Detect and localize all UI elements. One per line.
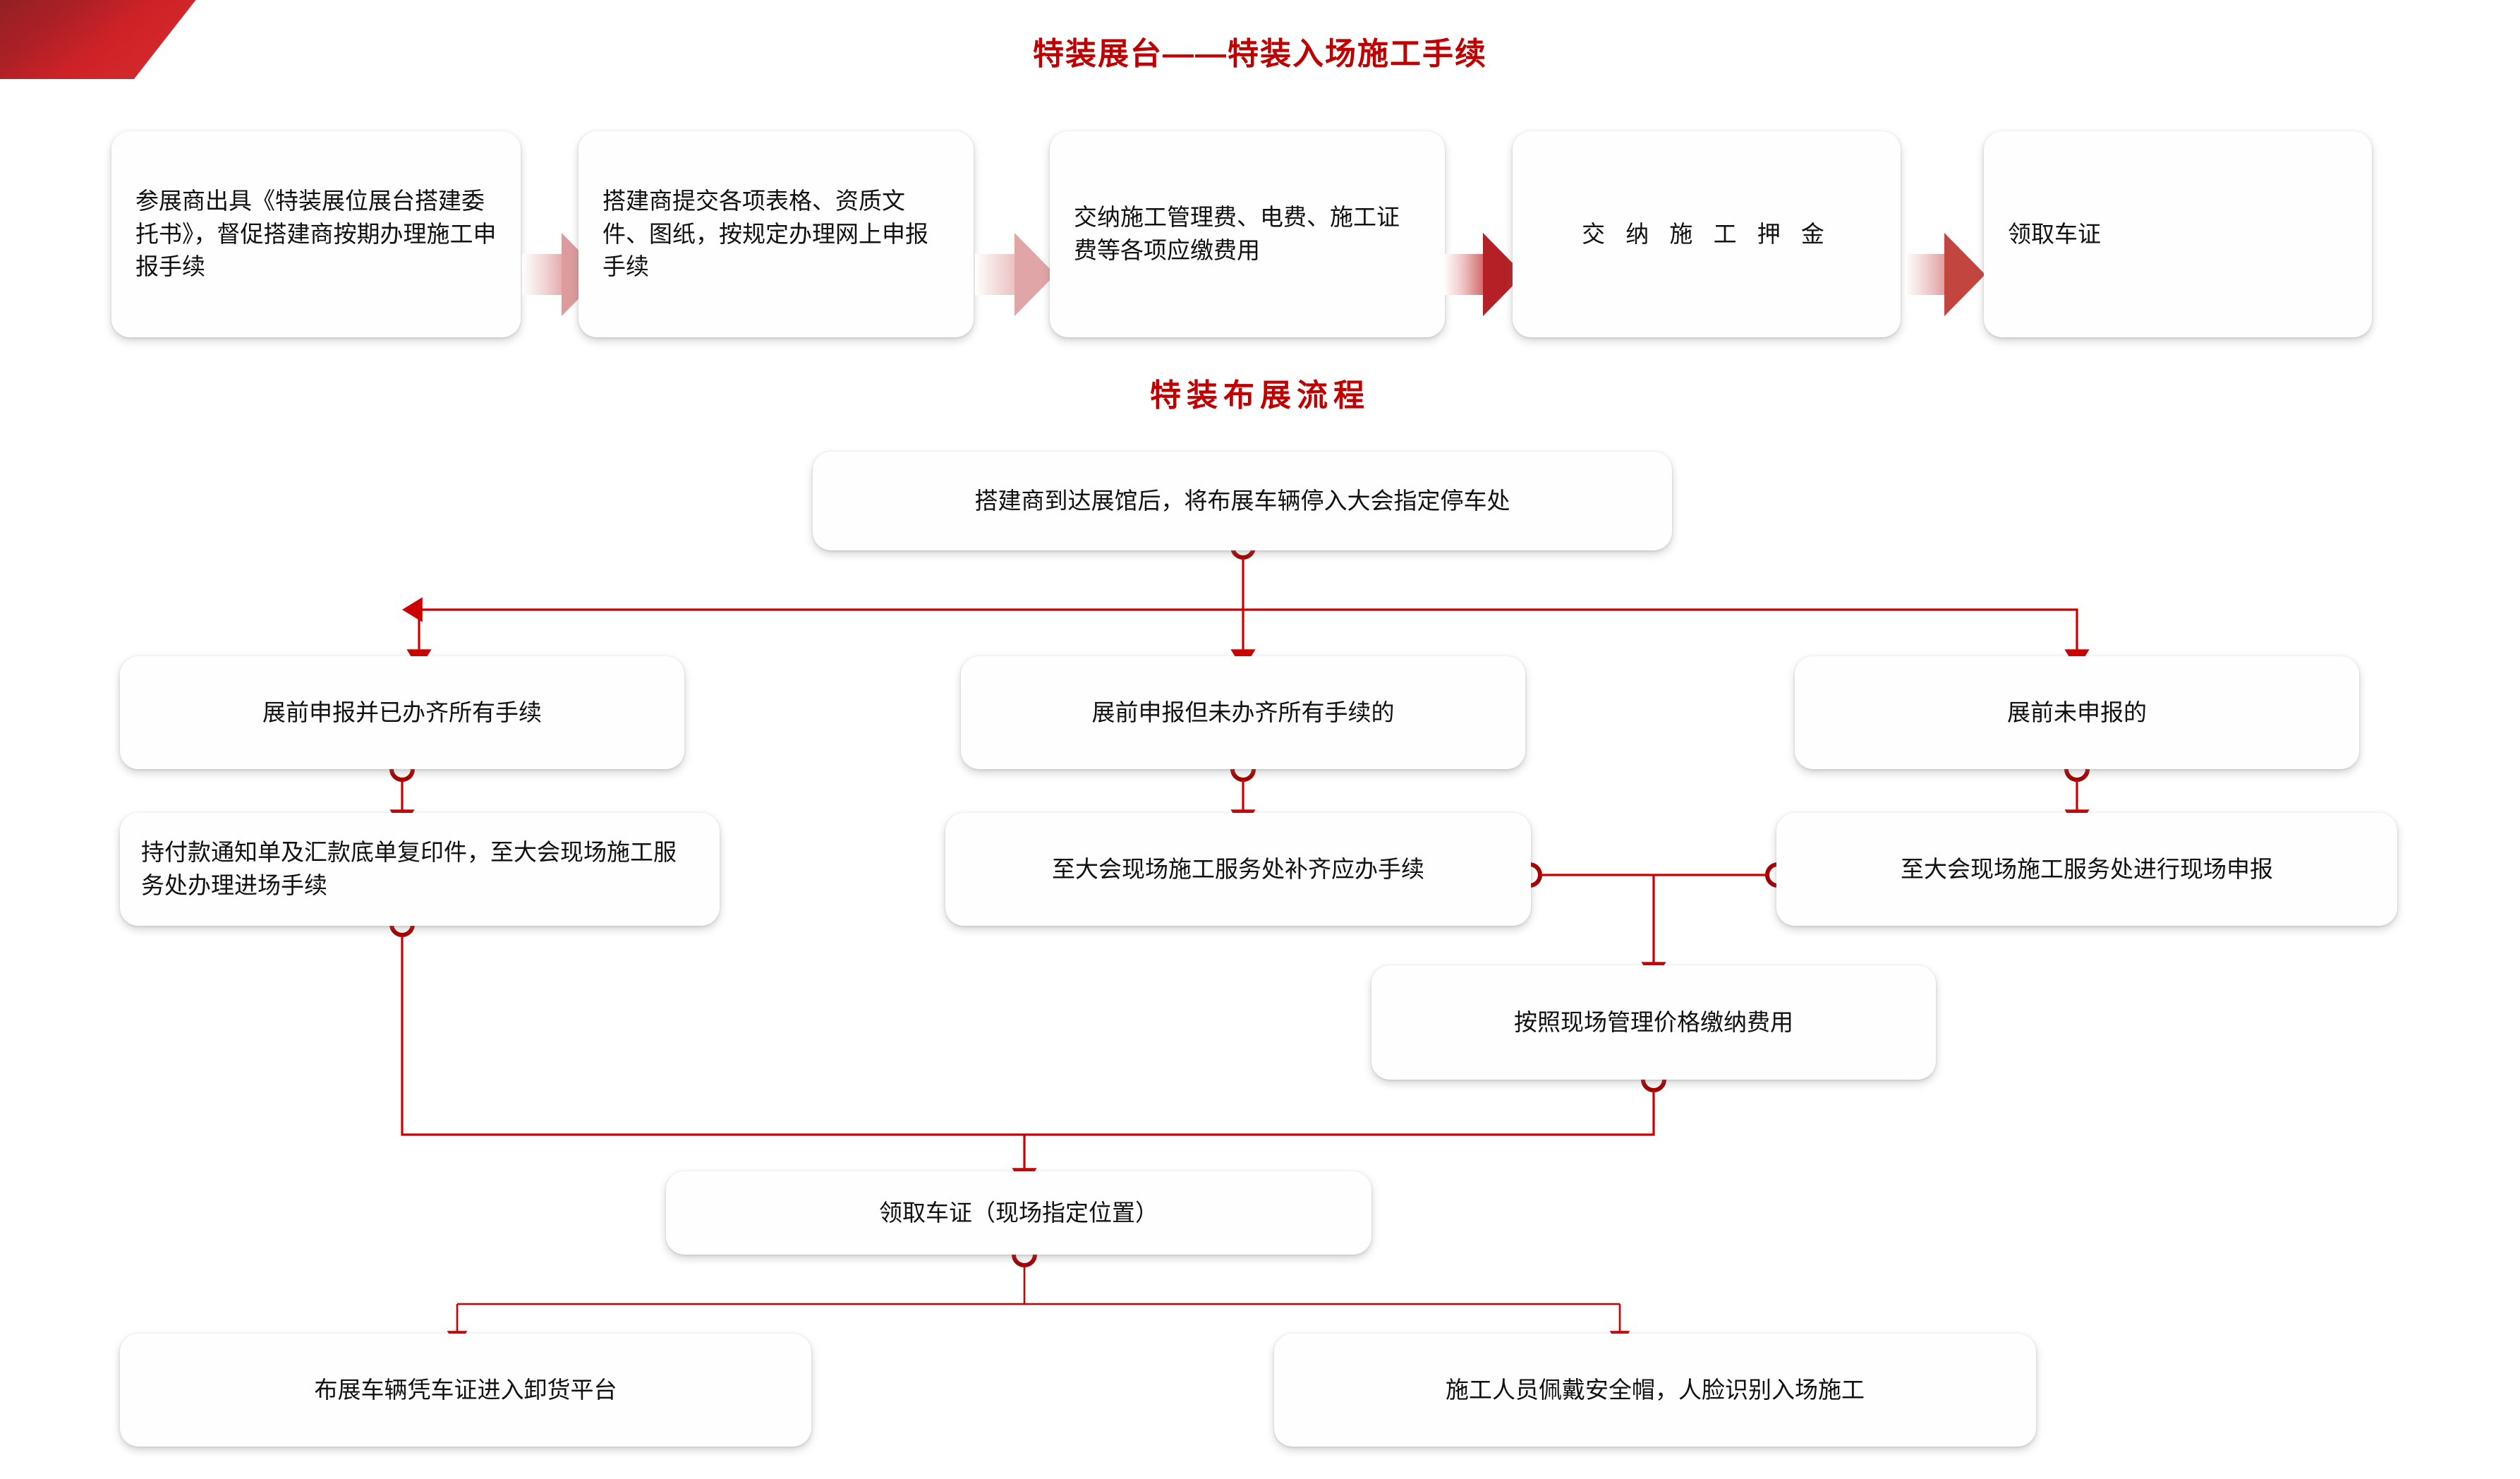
arrow-1-tail: [522, 254, 566, 295]
flow-node-branch-right-label: 展前未申报的: [2007, 699, 2147, 725]
arrow-3-tail: [1443, 254, 1487, 295]
flow-node-branch-mid-label: 展前申报但未办齐所有手续的: [1091, 699, 1395, 725]
step-box-3-label: 交纳施工管理费、电费、施工证费等各项应缴费用: [1074, 204, 1400, 263]
flow-node-start-label: 搭建商到达展馆后，将布展车辆停入大会指定停车处: [974, 487, 1510, 514]
flow-node-right-action: 至大会现场施工服务处进行现场申报: [1776, 813, 2397, 926]
arrow-4-head: [1944, 233, 1985, 316]
decorative-corner-graphic: [0, 0, 268, 82]
flow-node-fee-label: 按照现场管理价格缴纳费用: [1514, 1008, 1793, 1035]
flow-node-branch-left: 展前申报并已办齐所有手续: [120, 656, 684, 769]
flow-node-mid-action-label: 至大会现场施工服务处补齐应办手续: [1052, 855, 1424, 882]
step-box-3: 交纳施工管理费、电费、施工证费等各项应缴费用: [1050, 131, 1445, 337]
flow-node-left-action-label: 持付款通知单及汇款底单复印件，至大会现场施工服务处办理进场手续: [141, 839, 677, 898]
section-2-title: 特装布展流程: [1150, 378, 1370, 413]
step-box-1-label: 参展商出具《特装展位展台搭建委托书》，督促搭建商按期办理施工申报手续: [135, 187, 497, 280]
flow-node-fee: 按照现场管理价格缴纳费用: [1371, 965, 1936, 1080]
step-box-1: 参展商出具《特装展位展台搭建委托书》，督促搭建商按期办理施工申报手续: [111, 131, 521, 337]
arrow-2-head: [1014, 233, 1055, 316]
arrow-2-tail: [975, 254, 1019, 295]
flow-node-end-left: 布展车辆凭车证进入卸货平台: [120, 1334, 811, 1447]
flow-node-branch-mid: 展前申报但未办齐所有手续的: [961, 656, 1525, 769]
arrow-4-icon: [1905, 233, 1985, 316]
section-1-title: 特装展台——特装入场施工手续: [1033, 37, 1487, 71]
flow-node-end-right: 施工人员佩戴安全帽，人脸识别入场施工: [1274, 1334, 2036, 1447]
flow-node-right-action-label: 至大会现场施工服务处进行现场申报: [1901, 855, 2273, 882]
flow-node-left-action: 持付款通知单及汇款底单复印件，至大会现场施工服务处办理进场手续: [120, 813, 720, 926]
step-box-2: 搭建商提交各项表格、资质文件、图纸，按规定办理网上申报手续: [578, 131, 974, 337]
arrow-2-icon: [975, 233, 1055, 316]
flow-node-start: 搭建商到达展馆后，将布展车辆停入大会指定停车处: [813, 452, 1672, 550]
arrow-4-tail: [1905, 254, 1949, 295]
flow-node-branch-left-label: 展前申报并已办齐所有手续: [262, 699, 542, 725]
step-box-5: 领取车证: [1984, 131, 2372, 337]
flow-node-end-left-label: 布展车辆凭车证进入卸货平台: [314, 1376, 617, 1403]
flow-node-mid-action: 至大会现场施工服务处补齐应办手续: [945, 813, 1531, 926]
arrow-3-icon: [1443, 233, 1524, 316]
step-box-4: 交 纳 施 工 押 金: [1513, 131, 1901, 337]
step-box-5-label: 领取车证: [2008, 220, 2101, 247]
step-box-2-label: 搭建商提交各项表格、资质文件、图纸，按规定办理网上申报手续: [602, 187, 928, 280]
flow-node-permit: 领取车证（现场指定位置）: [666, 1171, 1371, 1255]
flow-node-permit-label: 领取车证（现场指定位置）: [879, 1199, 1158, 1226]
step-box-4-label: 交 纳 施 工 押 金: [1582, 220, 1831, 247]
flow-node-end-right-label: 施工人员佩戴安全帽，人脸识别入场施工: [1446, 1376, 1865, 1403]
flow-node-branch-right: 展前未申报的: [1795, 656, 2359, 769]
